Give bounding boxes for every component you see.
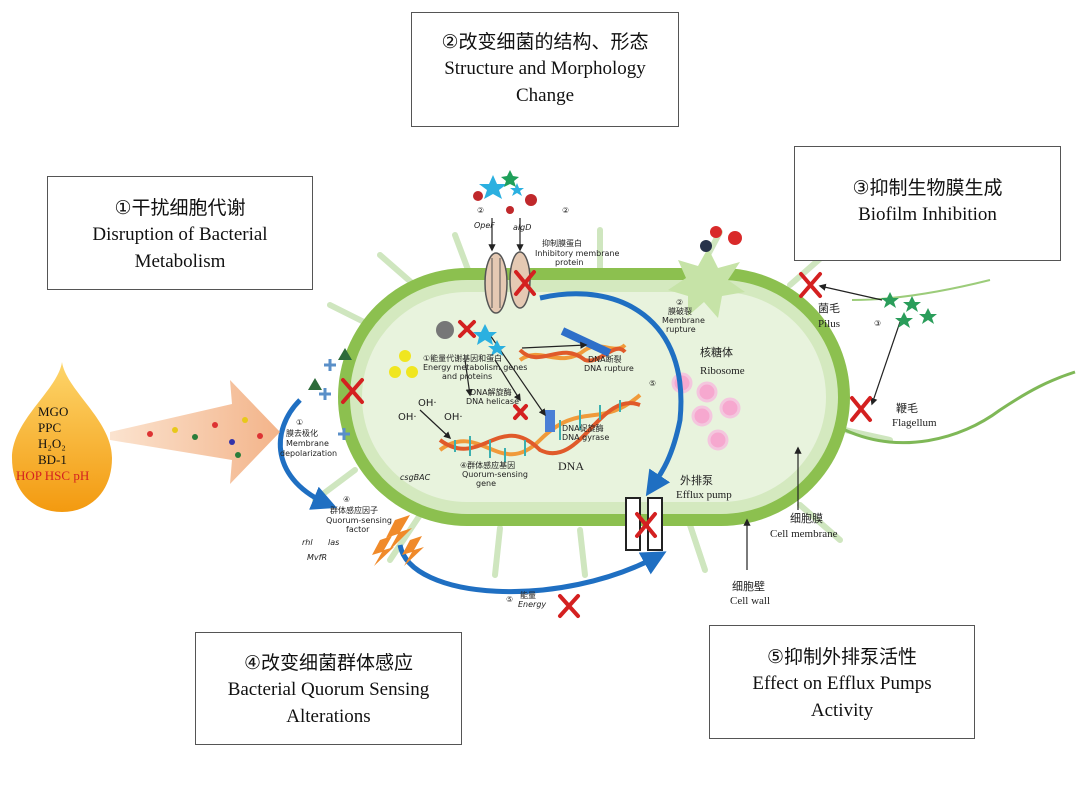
molecule-symbols	[308, 170, 937, 440]
box4-en2: Alterations	[286, 706, 371, 727]
label-qs-factor-en2: factor	[346, 525, 370, 534]
label-gyrase-zh: DNA促旋酶	[562, 423, 604, 433]
label-n2a: ②	[477, 206, 484, 215]
label-las: las	[328, 538, 339, 547]
label-ribosome-zh: 核糖体	[700, 345, 733, 359]
drop-item-bd1: BD-1	[38, 452, 67, 467]
box1-zh: ①干扰细胞代谢	[114, 197, 246, 219]
box-efflux-pumps: ⑤抑制外排泵活性 Effect on Efflux Pumps Activity	[709, 625, 975, 739]
box-quorum-sensing: ④改变细菌群体感应 Bacterial Quorum Sensing Alter…	[195, 632, 462, 745]
label-efflux-zh: 外排泵	[680, 473, 713, 487]
box4-en1: Bacterial Quorum Sensing	[227, 679, 430, 700]
label-helicase-zh: DNA解旋酶	[470, 387, 512, 397]
label-membrane-en: Cell membrane	[770, 528, 838, 540]
label-oh-1: OH·	[418, 398, 437, 409]
label-n4: ④	[343, 495, 350, 504]
pilus-line	[851, 279, 991, 301]
box5-en1: Effect on Efflux Pumps	[752, 673, 932, 694]
box4-zh: ④改变细菌群体感应	[243, 652, 414, 674]
label-rupture-en2: rupture	[666, 325, 696, 334]
label-inhib-zh: 抑制膜蛋白	[542, 238, 582, 248]
label-membrane-zh: 细胞膜	[790, 512, 823, 525]
label-flagellum-en: Flagellum	[892, 417, 937, 429]
label-inhib-en2: protein	[555, 258, 583, 267]
label-n2b: ②	[562, 206, 569, 215]
label-dna-rupture-zh: DNA断裂	[588, 354, 622, 364]
label-ribosome-en: Ribosome	[700, 365, 745, 377]
box3-en1: Biofilm Inhibition	[858, 204, 997, 225]
box1-en1: Disruption of Bacterial	[92, 224, 268, 245]
label-energy-gene-en2: and proteins	[442, 372, 492, 381]
drop-item-mgo: MGO	[38, 404, 69, 419]
entry-arrow	[110, 380, 280, 484]
label-wall-zh: 细胞壁	[732, 579, 765, 593]
box1-en2: Metabolism	[134, 251, 226, 272]
dna-rungs	[454, 400, 621, 462]
gyrase-enzyme	[545, 410, 555, 432]
label-energy-gene-en1: Energy metabolism genes	[423, 363, 527, 372]
label-qs-gene-zh: ④群体感应基因	[460, 460, 515, 470]
dna-strand	[438, 343, 642, 457]
label-mvfr: MvfR	[307, 553, 327, 562]
box2-en2: Change	[515, 85, 575, 106]
label-n5a: ⑤	[506, 595, 513, 604]
label-n3: ③	[874, 319, 881, 328]
label-rupture-en1: Membrane	[662, 316, 705, 325]
flagellum	[844, 370, 1076, 445]
label-depol-en2: depolarization	[280, 449, 337, 458]
arrow-particles	[147, 417, 263, 458]
label-energy-zh: 能量	[520, 590, 536, 600]
label-efflux-en: Efflux pump	[676, 489, 732, 501]
agent-drop	[12, 362, 112, 512]
drop-item-h2o2: H₂O₂	[38, 436, 66, 451]
cytoplasm	[362, 292, 826, 502]
label-energy-en: Energy	[518, 600, 546, 609]
box5-zh: ⑤抑制外排泵活性	[766, 646, 918, 668]
label-flagellum-zh: 鞭毛	[896, 401, 918, 415]
label-wall-en: Cell wall	[730, 595, 770, 607]
label-helicase-en: DNA helicase	[466, 397, 519, 406]
quorum-factor-bolts	[372, 515, 424, 566]
label-depol-zh: 膜去极化	[286, 428, 318, 438]
label-pilus-zh: 菌毛	[818, 302, 840, 315]
red-crosses	[341, 270, 872, 618]
drop-item-ppc: PPC	[38, 420, 62, 435]
label-qs-gene-en2: gene	[476, 479, 496, 488]
label-n2c: ②	[676, 298, 683, 307]
box-biofilm-inhibition: ③抑制生物膜生成 Biofilm Inhibition	[794, 146, 1061, 261]
label-energy-gene-zh: ①能量代谢基因和蛋白	[423, 353, 502, 363]
label-dna-rupture-en: DNA rupture	[584, 364, 634, 373]
label-qs-gene-en1: Quorum-sensing	[462, 470, 528, 479]
box-disruption-metabolism: ①干扰细胞代谢 Disruption of Bacterial Metaboli…	[47, 176, 313, 290]
label-pilus-en: Pilus	[818, 318, 840, 330]
label-oh-2: OH·	[398, 412, 417, 423]
label-opef: OpeF	[474, 221, 495, 230]
blue-process-arrows	[277, 291, 684, 595]
drop-item-hop: HOP HSC pH	[16, 468, 90, 483]
label-qs-factor-zh: 群体感应因子	[330, 505, 378, 515]
label-dna: DNA	[558, 459, 584, 473]
label-gyrase-en: DNA gyrase	[562, 433, 609, 442]
label-algd: algD	[513, 223, 531, 232]
box2-en1: Structure and Morphology	[444, 58, 646, 79]
label-qs-factor-en1: Quorum-sensing	[326, 516, 392, 525]
label-n5b: ⑤	[649, 379, 656, 388]
label-n1: ①	[296, 418, 303, 427]
box3-zh: ③抑制生物膜生成	[852, 177, 1003, 199]
label-oh-3: OH·	[444, 412, 463, 423]
box5-en2: Activity	[810, 700, 874, 721]
label-inhib-en1: Inhibitory membrane	[535, 249, 619, 258]
membrane-rupture-burst	[668, 248, 745, 318]
label-csgbac: csgBAC	[400, 473, 431, 482]
label-rupture-zh: 膜破裂	[668, 306, 692, 316]
label-rhl: rhl	[302, 538, 313, 547]
box-structure-morphology: ②改变细菌的结构、形态 Structure and Morphology Cha…	[411, 12, 679, 127]
box2-zh: ②改变细菌的结构、形态	[441, 31, 649, 53]
drop-labels: MGO PPC H₂O₂ BD-1 HOP HSC pH	[16, 404, 118, 484]
label-depol-en1: Membrane	[286, 439, 329, 448]
